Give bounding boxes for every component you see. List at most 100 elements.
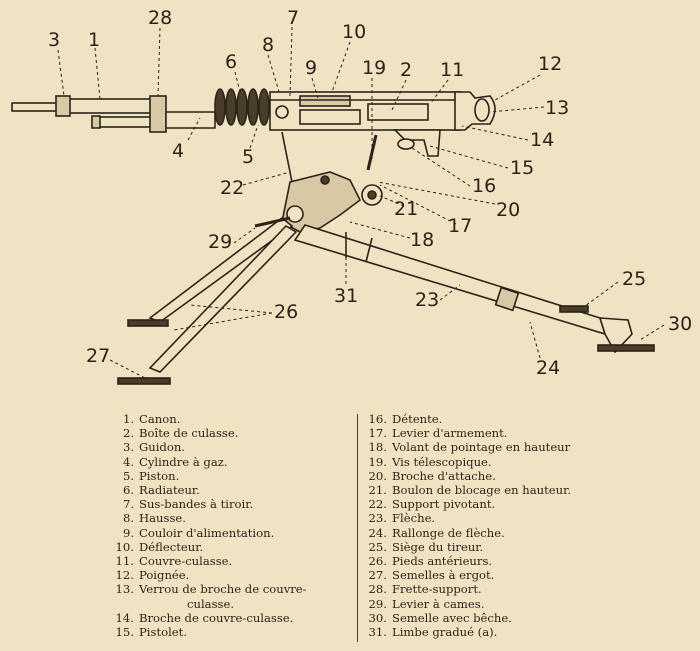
legend-item-number: 9. <box>122 525 134 540</box>
legend-item-number: 28. <box>368 582 387 597</box>
callout-11: 11 <box>440 59 464 81</box>
callout-30: 30 <box>668 313 692 335</box>
callout-8: 8 <box>262 34 274 56</box>
legend-item: 15.Pistolet. <box>112 625 352 639</box>
legend-item: 19. Vis télescopique. <box>365 455 695 469</box>
callout-26: 26 <box>274 301 298 323</box>
legend-item-text: Boîte de culasse. <box>139 426 239 441</box>
callout-22: 22 <box>220 177 244 199</box>
legend-item-text: Couvre-culasse. <box>139 554 233 569</box>
legend-item: 5.Piston. <box>112 469 352 483</box>
legend-item-number: 26. <box>368 554 387 569</box>
callout-10: 10 <box>342 21 366 43</box>
callout-3: 3 <box>48 29 60 51</box>
legend-item-text: Volant de pointage en hauteur <box>392 440 571 455</box>
legend-item-text: Broche de couvre-culasse. <box>139 610 294 625</box>
legend-item: 28. Frette-support. <box>365 582 695 596</box>
legend-item-text: Frette-support. <box>392 582 482 597</box>
legend-item: 13.Verrou de broche de couvre- <box>112 582 352 596</box>
legend-item-text: Guidon. <box>139 440 185 455</box>
radiator <box>214 88 270 126</box>
legend-item: 9. Couloir d'alimentation. <box>112 526 352 540</box>
legend-item: 4.Cylindre à gaz. <box>112 455 352 469</box>
legend-item: 25.Siège du tireur. <box>365 540 695 554</box>
tripod-head <box>281 131 362 233</box>
legend-item-text: Détente. <box>392 412 443 426</box>
legend-item: 11. Couvre-culasse. <box>112 554 352 568</box>
callout-21: 21 <box>394 198 418 220</box>
legend-item: culasse. <box>112 597 352 611</box>
leader-lines <box>57 26 665 379</box>
legend-right-column: 16.Détente.17.Levier d'armement.18.Volan… <box>365 412 695 639</box>
legend-item-number: 4. <box>122 454 134 469</box>
callout-28: 28 <box>148 7 172 29</box>
legend-item-number: 14. <box>115 610 134 625</box>
legend-item-number: 11. <box>115 554 134 569</box>
legend-item: 24. Rallonge de flèche. <box>365 526 695 540</box>
legend-item-text: Verrou de broche de couvre- <box>139 582 307 597</box>
callout-12: 12 <box>538 53 562 75</box>
legend-item-number: 18. <box>368 440 387 455</box>
legend-item-number: 17. <box>368 426 387 441</box>
legend-item: 22.Support pivotant. <box>365 497 695 511</box>
legend-item-number: 31. <box>368 625 387 640</box>
callout-4: 4 <box>172 140 184 162</box>
callout-15: 15 <box>510 157 534 179</box>
legend-item-text: Pieds antérieurs. <box>392 554 493 569</box>
callout-24: 24 <box>536 357 560 379</box>
callout-5: 5 <box>242 146 254 168</box>
legend-item-text: Boulon de blocage en hauteur. <box>392 483 572 498</box>
legend-item-number: 23. <box>368 511 387 526</box>
callout-20: 20 <box>496 199 520 221</box>
legend-item-text: Semelles à ergot. <box>392 568 495 583</box>
legend-item: 6. Radiateur. <box>112 483 352 497</box>
legend-item: 1.Canon. <box>112 412 352 426</box>
legend-item-text: Poignée. <box>139 568 190 583</box>
callout-19: 19 <box>362 57 386 79</box>
legend-item-number <box>112 597 134 611</box>
legend-item-text: Hausse. <box>139 511 186 526</box>
legend-item-text: Limbe gradué (a). <box>392 625 498 640</box>
machine-gun-diagram: 1 2 3 4 5 6 7 8 9 10 11 12 13 14 15 16 1… <box>11 7 692 385</box>
legend-item-number: 19. <box>368 454 387 469</box>
legend-item: 21.Boulon de blocage en hauteur. <box>365 483 695 497</box>
legend-item: 2. Boîte de culasse. <box>112 426 352 440</box>
legend-item-number: 24. <box>368 525 387 540</box>
legend-item-text: Levier d'armement. <box>392 426 508 441</box>
callout-27: 27 <box>86 345 110 367</box>
callout-18: 18 <box>410 229 434 251</box>
legend-item-text: Radiateur. <box>139 483 200 498</box>
legend-item-number: 12. <box>115 568 134 583</box>
legend-item-number: 20. <box>368 468 387 483</box>
legend-item-text: Siège du tireur. <box>392 539 484 554</box>
legend-item-number: 2. <box>122 426 134 441</box>
legend-item-text: Semelle avec bêche. <box>392 610 512 625</box>
legend-item: 7.Sus-bandes à tiroir. <box>112 497 352 511</box>
callout-6: 6 <box>225 51 237 73</box>
callout-14: 14 <box>530 129 554 151</box>
legend-item: 23. Flèche. <box>365 511 695 525</box>
legend-item-number: 6. <box>122 483 134 498</box>
legend-item-text: Sus-bandes à tiroir. <box>139 497 254 512</box>
legend-item-text: Flèche. <box>392 511 436 526</box>
legend-item: 31. Limbe gradué (a). <box>365 625 695 639</box>
cam-lever <box>254 216 291 228</box>
legend-item-number: 1. <box>122 412 134 426</box>
legend-item-text: Broche d'attache. <box>392 468 496 483</box>
pistol-grip <box>393 129 441 157</box>
legend-item-text: Couloir d'alimentation. <box>139 525 275 540</box>
legend-item-number: 29. <box>368 596 387 611</box>
legend-item-text: Vis télescopique. <box>392 454 492 469</box>
callout-23: 23 <box>415 289 439 311</box>
callout-16: 16 <box>472 175 496 197</box>
legend-left-column: 1.Canon.2.Boîte de culasse.3.Guidon.4.Cy… <box>112 412 352 639</box>
rear-trail <box>293 224 655 354</box>
legend-item-text: Rallonge de flèche. <box>392 525 505 540</box>
callout-25: 25 <box>622 268 646 290</box>
legend-item-text: Piston. <box>139 468 180 483</box>
callout-7: 7 <box>287 7 299 29</box>
legend-item-number: 22. <box>368 497 387 512</box>
legend-item: 17. Levier d'armement. <box>365 426 695 440</box>
callout-17: 17 <box>448 215 472 237</box>
front-legs <box>117 216 298 385</box>
